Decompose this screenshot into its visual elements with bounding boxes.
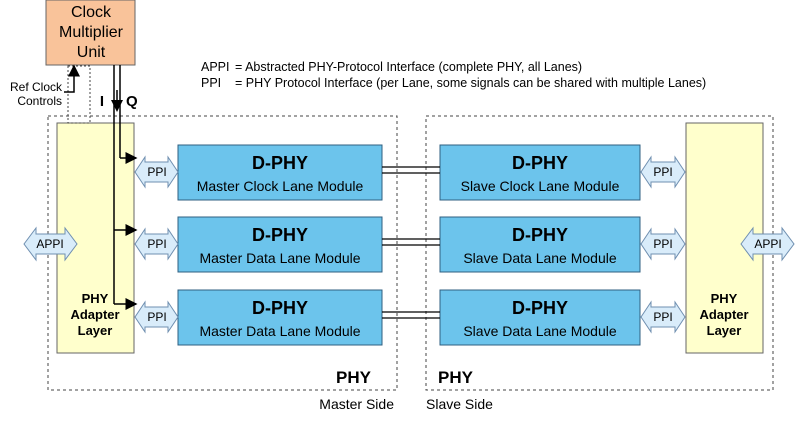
master-ppi-arrow-clock-lane [134,155,179,189]
legend-appi-desc: = Abstracted PHY-Protocol Interface (com… [235,60,582,74]
slave-adapter-label-line2: Adapter [699,307,748,322]
ref-clock-label-line1: Ref Clock [10,80,63,94]
master-data-lane-module-1 [177,216,383,273]
master-ppi-label-data-lane-1: PPI [147,237,166,251]
slave-ppi-label-data-lane-1: PPI [653,237,672,251]
ref-clock-control-link [67,65,91,124]
slave-data-lane-1-subtitle: Slave Data Lane Module [463,250,617,266]
master-side-boundary [47,115,398,391]
master-phy-label: PHY [336,368,372,387]
slave-clock-lane-title: D-PHY [512,153,568,173]
slave-data-lane-2-title: D-PHY [512,298,568,318]
master-appi-label: APPI [36,237,63,251]
master-ppi-label-clock-lane: PPI [147,165,166,179]
master-data-lane-2-title: D-PHY [252,298,308,318]
slave-appi-label: APPI [754,237,781,251]
master-clock-lane-subtitle: Master Clock Lane Module [197,178,364,194]
q-clock-down-arrow [111,100,123,112]
clock-unit-label-line3: Unit [77,44,106,61]
master-data-lane-1-title: D-PHY [252,225,308,245]
slave-data-lane-2-subtitle: Slave Data Lane Module [463,323,617,339]
master-clock-lane-title: D-PHY [252,153,308,173]
slave-side-label: Slave Side [426,396,493,412]
legend-ppi-desc: = PHY Protocol Interface (per Lane, some… [235,76,706,90]
legend-appi-key: APPI [201,60,230,74]
slave-data-lane-module-1 [439,216,641,273]
i-signal-label: I [100,93,104,110]
master-adapter-label-line3: Layer [78,323,113,338]
master-adapter-label-line2: Adapter [70,307,119,322]
slave-data-lane-1-title: D-PHY [512,225,568,245]
slave-clock-lane-subtitle: Slave Clock Lane Module [461,178,620,194]
master-ppi-arrow-data-lane-1 [134,227,179,261]
slave-phy-label: PHY [438,368,474,387]
legend-ppi-key: PPI [201,76,221,90]
clock-multiplier-unit [45,0,136,66]
slave-appi-arrow [740,226,795,262]
master-data-lane-1-subtitle: Master Data Lane Module [199,250,360,266]
clock-unit-label-line2: Multiplier [59,24,124,41]
master-adapter-label-line1: PHY [82,291,109,306]
slave-adapter-label-line3: Layer [707,323,742,338]
slave-ppi-arrow-clock-lane [640,155,686,189]
slave-ppi-label-clock-lane: PPI [653,165,672,179]
slave-clock-lane-module [439,144,641,201]
master-appi-arrow [23,226,78,262]
slave-ppi-label-data-lane-2: PPI [653,310,672,324]
slave-ppi-arrow-data-lane-2 [640,300,686,334]
slave-adapter-label-line1: PHY [711,291,738,306]
clock-unit-label-line1: Clock [71,4,112,21]
q-signal-label: Q [126,93,138,110]
slave-ppi-arrow-data-lane-1 [640,227,686,261]
master-ppi-label-data-lane-2: PPI [147,310,166,324]
master-data-lane-module-2 [177,289,383,346]
master-side-label: Master Side [319,396,394,412]
master-ppi-arrow-data-lane-2 [134,300,179,334]
ref-clock-arrow [64,64,80,93]
slave-side-boundary [425,115,774,391]
ref-clock-label-line2: Controls [17,94,62,108]
master-data-lane-2-subtitle: Master Data Lane Module [199,323,360,339]
